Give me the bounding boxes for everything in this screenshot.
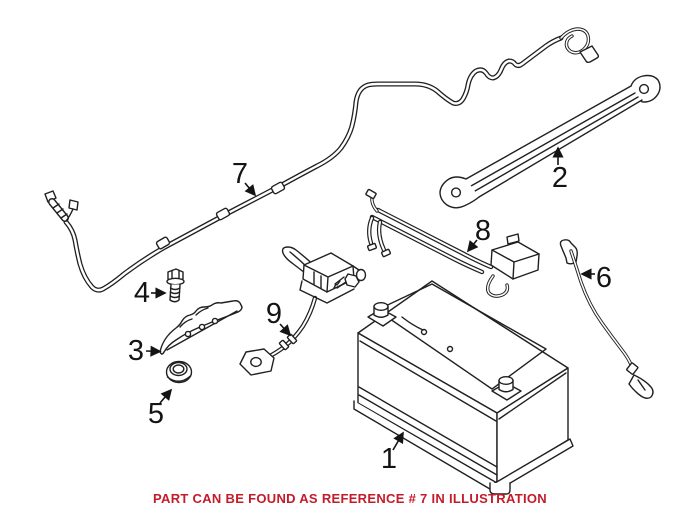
callout-9-arrow	[279, 323, 292, 337]
callout-1-arrow	[392, 431, 404, 451]
callout-5-label: 5	[148, 398, 164, 430]
connector-box	[490, 241, 540, 280]
callout-8-arrow	[466, 239, 479, 253]
callouts: 1 2 3 4 5 6 7 8 9	[128, 146, 612, 475]
connector-latch	[506, 233, 520, 245]
small-bolt	[333, 273, 360, 289]
callout-5-arrow	[159, 388, 173, 404]
hex-bolt-part-4	[166, 268, 185, 303]
battery-terminal-clamp-cable-part-9	[239, 246, 367, 376]
battery-terminal-post	[367, 302, 397, 327]
battery-cable-leads-part-8	[365, 188, 540, 298]
battery-lid	[376, 283, 547, 390]
battery-foot	[489, 482, 511, 495]
reference-caption: PART CAN BE FOUND AS REFERENCE # 7 IN IL…	[153, 491, 547, 506]
callout-1-label: 1	[381, 443, 397, 475]
grommet-part-5	[165, 360, 193, 384]
callout-7-label: 7	[232, 158, 248, 190]
callout-9-label: 9	[266, 298, 282, 330]
battery-sensor-cable-part-6	[559, 239, 654, 399]
clamp-body	[302, 252, 355, 293]
callout-3-arrow	[145, 345, 162, 357]
callout-8-label: 8	[475, 215, 491, 247]
battery-hold-down-strap-part-2	[439, 74, 661, 209]
harness-clip	[155, 181, 286, 250]
callout-3-label: 3	[128, 335, 144, 367]
callout-6-label: 6	[596, 262, 612, 294]
battery-cable-harness-part-7	[44, 27, 600, 290]
callout-4-label: 4	[134, 277, 150, 309]
callout-7-arrow	[244, 182, 257, 197]
battery-terminal-post	[491, 376, 522, 401]
mounting-bracket-part-3	[159, 300, 243, 355]
battery-part-1	[353, 280, 574, 495]
callout-2-label: 2	[552, 162, 568, 194]
